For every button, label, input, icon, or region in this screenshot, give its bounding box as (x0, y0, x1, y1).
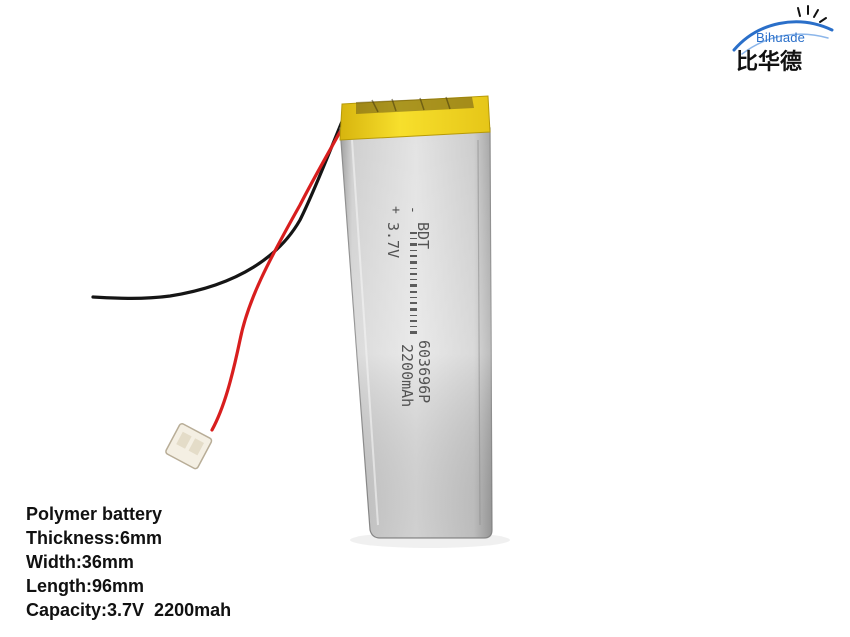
spec-thickness: Thickness:6mm (26, 528, 163, 548)
spec-title: Polymer battery (26, 504, 163, 524)
jst-connector (165, 423, 213, 470)
brand-name-cn: 比华德 (736, 50, 803, 75)
spec-length: Length:96mm (26, 576, 145, 596)
battery-mark-brand: BDT (414, 222, 432, 250)
battery-mark-model: 603696P (415, 340, 433, 404)
black-wire (91, 110, 348, 300)
battery-mark-pos: + (388, 206, 403, 214)
battery-mark-voltage: 3.7V (384, 222, 402, 259)
battery-mark-capacity: 2200mAh (398, 344, 416, 408)
spec-width: Width:36mm (26, 552, 134, 572)
brand-name-en: Bihuade (756, 30, 806, 45)
swoosh-logo-icon (732, 5, 834, 55)
spec-capacity: Capacity:3.7V 2200mah (26, 600, 232, 620)
red-wire (210, 108, 354, 432)
brand-logo: Bihuade 比华德 (728, 4, 838, 76)
spec-list: Polymer battery Thickness:6mm Width:36mm… (26, 502, 326, 622)
battery-mark-neg: - (405, 206, 420, 214)
barcode (410, 232, 417, 334)
